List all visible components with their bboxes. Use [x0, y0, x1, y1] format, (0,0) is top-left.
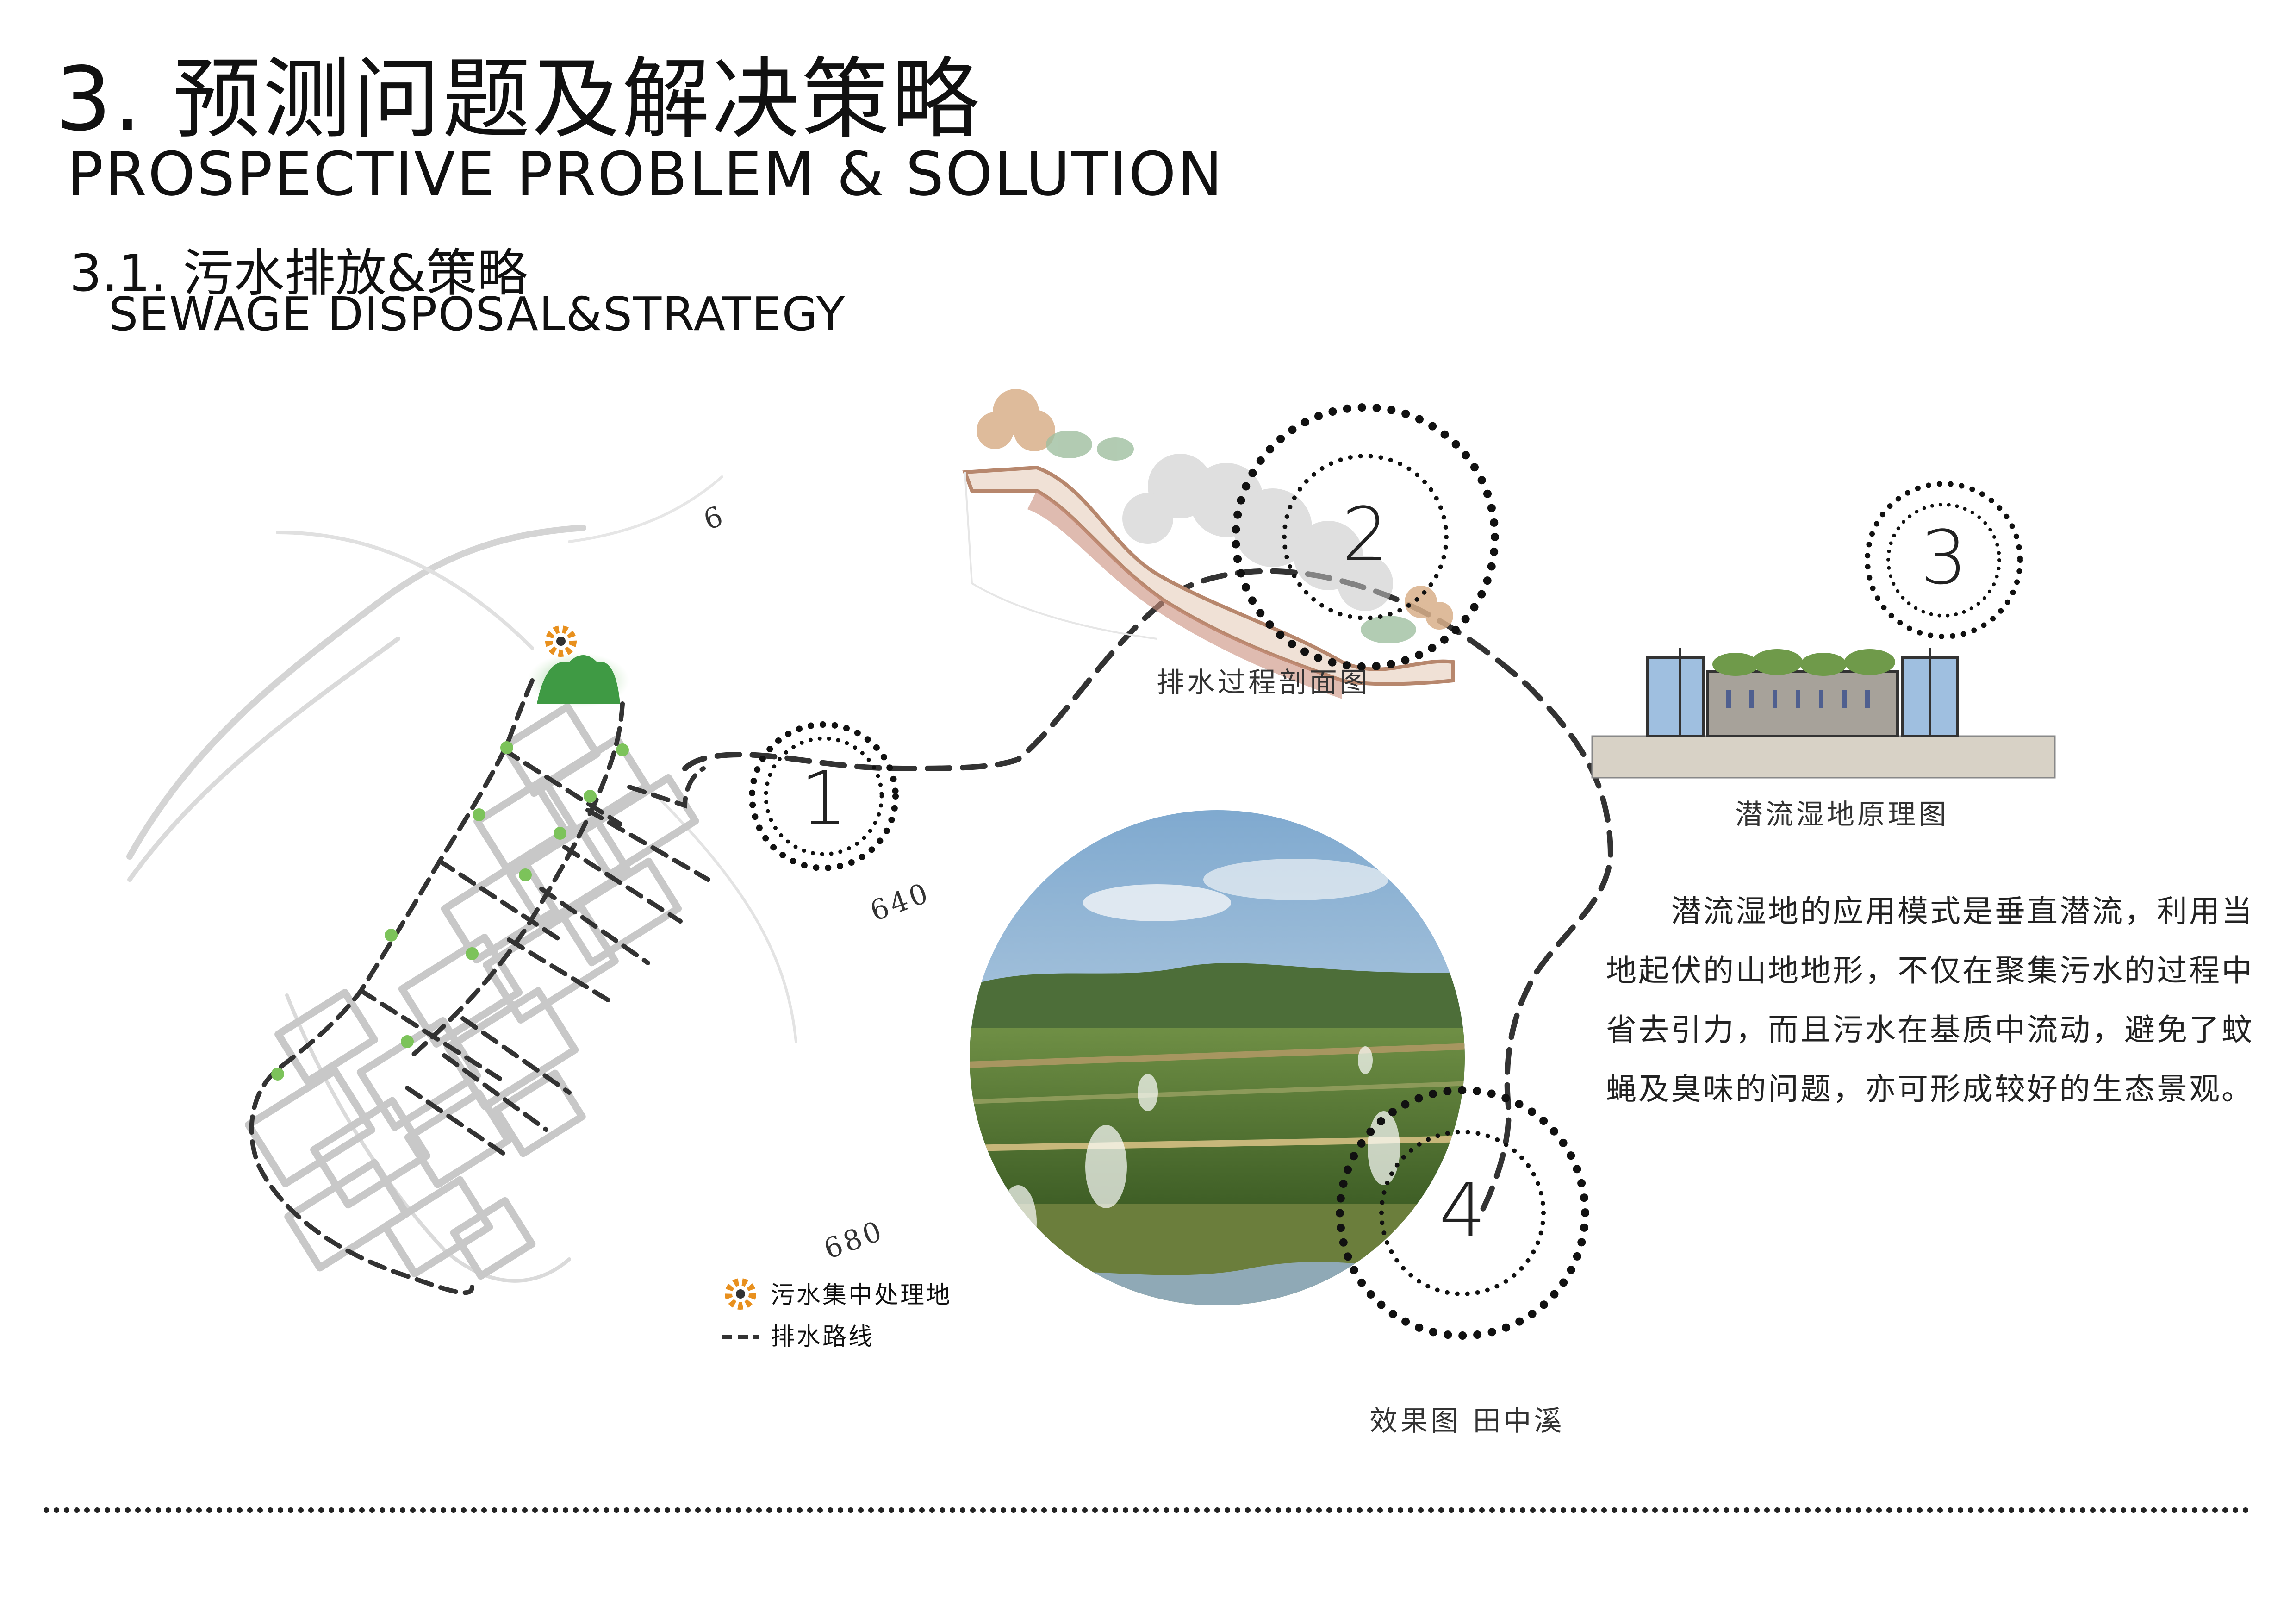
- drainage-routes: [249, 678, 710, 1295]
- render-caption: 效果图 田中溪: [1369, 1405, 1564, 1437]
- legend: 污水集中处理地 排水路线: [722, 1278, 952, 1351]
- marker-1-label: 1: [800, 755, 847, 842]
- section-trees: [977, 389, 1453, 630]
- legend-site-label: 污水集中处理地: [771, 1281, 952, 1309]
- marker-3-label: 3: [1920, 514, 1967, 601]
- render-image: [970, 810, 1465, 1305]
- section-title-cn: 3.1. 污水排放&策略: [69, 244, 528, 303]
- legend-route-label: 排水路线: [771, 1323, 874, 1351]
- section-drawing: [962, 389, 1455, 699]
- marker-3: [1865, 481, 2023, 639]
- contour-label-640: 640: [866, 876, 934, 928]
- contour-label-top: 6: [699, 499, 729, 537]
- description-text: 潜流湿地的应用模式是垂直潜流，利用当地起伏的山地地形，不仅在聚集污水的过程中省去…: [1606, 893, 2254, 1107]
- marker-2-label: 2: [1342, 491, 1389, 578]
- site-plan: [126, 475, 797, 1283]
- page-title-cn: 3. 预测问题及解决策略: [56, 48, 981, 150]
- wetland-diagram: [1591, 648, 2056, 779]
- section-title-en: SEWAGE DISPOSAL&STRATEGY: [109, 287, 846, 341]
- marker-4-label: 4: [1439, 1167, 1486, 1254]
- section-caption: 排水过程剖面图: [1157, 667, 1370, 699]
- marker-4: [1336, 1086, 1589, 1340]
- wetland-caption: 潜流湿地原理图: [1735, 799, 1949, 831]
- treatment-site-marker: [528, 625, 629, 708]
- route-nodes: [271, 741, 629, 1081]
- main-drainage-route: [682, 568, 1614, 1216]
- contour-label-680: 680: [820, 1214, 888, 1266]
- page-title-en: PROSPECTIVE PROBLEM & SOLUTION: [67, 139, 1224, 209]
- marker-1: [749, 721, 899, 871]
- legend-site-icon: [725, 1278, 756, 1310]
- site-icon: [545, 625, 577, 657]
- marker-2: [1232, 403, 1499, 671]
